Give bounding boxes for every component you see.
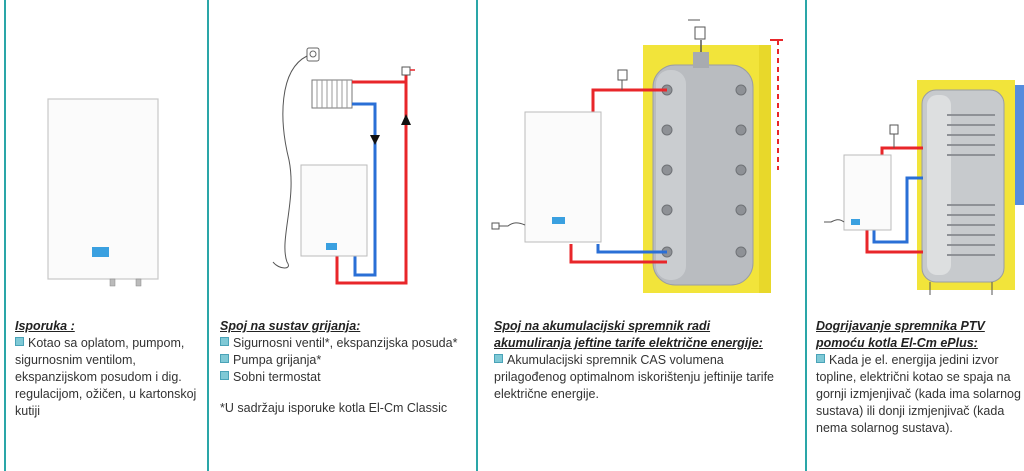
bullet-icon — [494, 354, 503, 363]
column-accumulation-tank: Spoj na akumulacijski spremnik radi akum… — [478, 0, 804, 471]
bullet-icon — [816, 354, 825, 363]
list-item: Sigurnosni ventil*, ekspanzijska posuda* — [220, 335, 475, 352]
boiler-display — [326, 243, 337, 250]
column-hot-water-tank: Dogrijavanje spremnika PTV pomoću kotla … — [807, 0, 1024, 471]
heat-exchanger-coil — [947, 114, 995, 256]
list-item: Pumpa grijanja* — [220, 352, 475, 369]
column-divider — [207, 0, 209, 471]
heating-system-heading: Spoj na sustav grijanja: — [220, 319, 361, 333]
list-item: Sobni termostat — [220, 369, 475, 386]
list-item: Kada je el. energija jedini izvor toplin… — [816, 353, 1021, 435]
air-vent-icon — [694, 26, 706, 40]
accumulation-tank-diagram — [491, 19, 783, 293]
supply-pipe — [335, 82, 408, 285]
supply-pipe — [569, 244, 667, 264]
return-pipe — [872, 176, 923, 244]
safety-valve-icon — [401, 66, 411, 76]
supply-pipe — [865, 230, 923, 254]
boiler-display — [552, 217, 565, 224]
delivery-note: *U sadržaju isporuke kotla El-Cm Classic — [220, 401, 448, 415]
boiler-casing — [843, 154, 892, 231]
bullet-icon — [220, 337, 229, 346]
boiler-display — [92, 247, 109, 257]
accumulation-heading: Spoj na akumulacijski spremnik radi — [494, 319, 711, 333]
column-divider — [4, 0, 6, 471]
hot-water-heading: Dogrijavanje spremnika PTV — [816, 319, 985, 333]
column-divider — [805, 0, 807, 471]
bullet-icon — [220, 354, 229, 363]
return-pipe — [352, 102, 377, 277]
flow-arrow-up-icon — [401, 114, 411, 125]
power-cord — [824, 219, 845, 223]
hot-water-tank-diagram — [824, 80, 1024, 295]
list-item: Kotao sa oplatom, pumpom, sigurnosnim ve… — [15, 336, 197, 418]
bullet-icon — [15, 337, 24, 346]
thermostat-icon — [306, 47, 320, 62]
boiler-display — [851, 219, 860, 225]
plug-icon — [491, 222, 500, 230]
column-heating-system: Spoj na sustav grijanja: Sigurnosni vent… — [209, 0, 475, 471]
return-pipe — [596, 244, 667, 254]
list-item: Akumulacijski spremnik CAS volumena pril… — [494, 353, 775, 401]
power-cord — [498, 222, 526, 227]
heating-system-diagram — [272, 47, 415, 285]
radiator-icon — [311, 79, 353, 109]
bullet-icon — [220, 371, 229, 380]
accumulation-heading: akumuliranja jeftine tarife električne e… — [494, 336, 763, 350]
boiler-casing — [300, 164, 368, 257]
safety-valve-icon — [889, 124, 899, 135]
boiler-connector — [109, 278, 116, 287]
boiler-illustration — [47, 98, 159, 287]
boiler-connector — [135, 278, 142, 287]
column-divider — [476, 0, 478, 471]
flow-arrow-down-icon — [370, 135, 380, 145]
safety-valve-icon — [617, 69, 628, 81]
column-delivery: Isporuka : Kotao sa oplatom, pumpom, sig… — [6, 0, 206, 471]
delivery-heading: Isporuka : — [15, 319, 75, 333]
hot-water-heading: pomoću kotla El-Cm ePlus: — [816, 336, 978, 350]
thermostat-wire — [272, 55, 308, 269]
supply-pipe — [352, 75, 408, 84]
